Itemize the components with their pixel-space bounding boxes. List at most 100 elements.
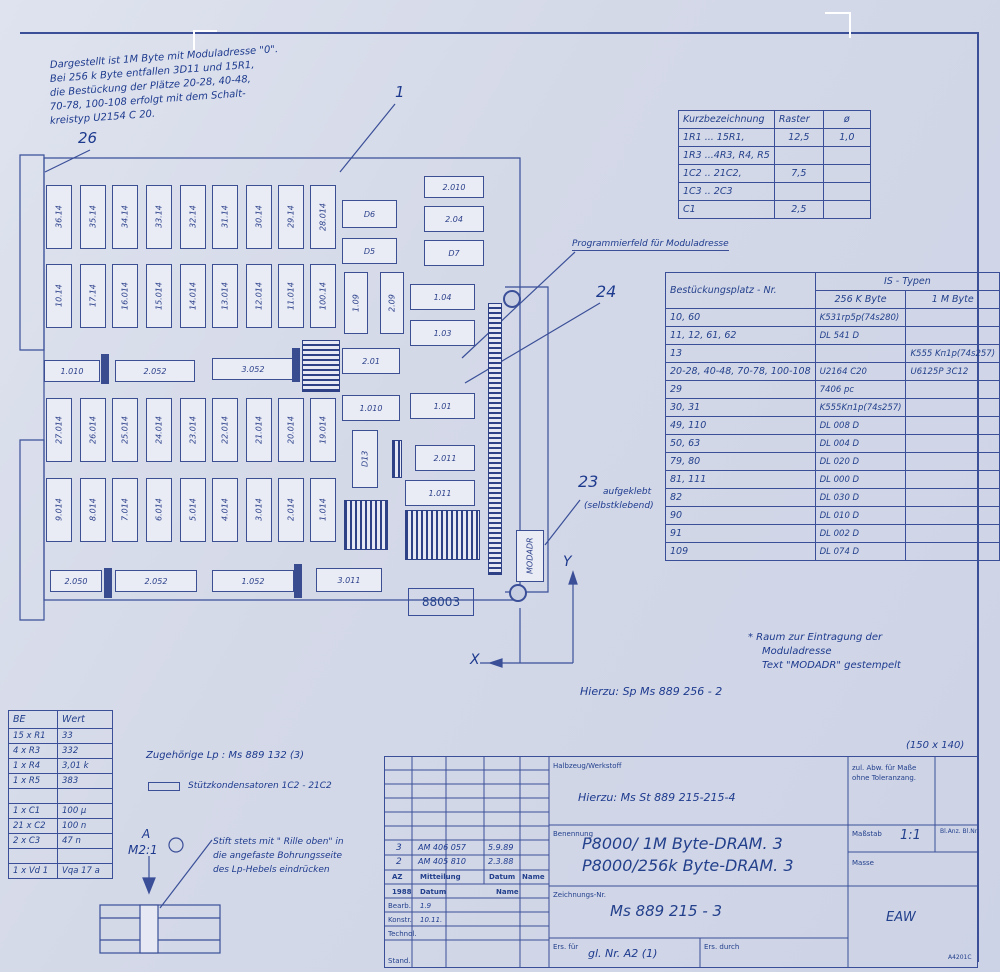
axis-y-label: Y (563, 554, 572, 570)
dram-chip-row2-6: 13.014 (212, 264, 238, 328)
be-row (8, 788, 113, 804)
label-aufgeklebt: aufgeklebt (603, 487, 652, 497)
halbzeug-value: Hierzu: Ms St 889 215-215-4 (578, 791, 736, 804)
ic-cell: 91 (665, 524, 816, 543)
role-technol: Technol. (388, 930, 417, 938)
chip-204: 2.04 (424, 206, 484, 232)
be-cell: 2 x C3 (8, 833, 58, 849)
ic-type-table: Bestückungsplatz - Nr. IS - Typen 256 K … (665, 272, 1000, 561)
dram-chip-row3-4: 24.014 (146, 398, 172, 462)
ic-cell (905, 308, 1000, 327)
ic-cell: 81, 111 (665, 470, 816, 489)
chip-104: 1.04 (410, 284, 475, 310)
be-cell (8, 788, 58, 804)
dram-chip-row1-3: 34.14 (112, 185, 138, 249)
raum-note-1: * Raum zur Eintragung der (748, 632, 883, 643)
zul-abw-2: ohne Toleranzang. (852, 774, 916, 782)
raster-cell (822, 164, 871, 183)
zeichnungs-nr: Ms 889 215 - 3 (610, 902, 723, 920)
raster-cell (822, 200, 871, 219)
strip-3011: 3.011 (316, 568, 382, 592)
chip-1910: 1.010 (342, 395, 400, 421)
resistor-pack-4 (392, 440, 402, 478)
ic-cell (905, 416, 1000, 435)
rev-h-name: Name (522, 873, 545, 881)
cap-2 (292, 348, 300, 382)
raster-cell: 7,5 (773, 164, 824, 183)
dram-chip-row3-5: 23.014 (180, 398, 206, 462)
raster-cell (773, 146, 824, 165)
chip-d7: D7 (424, 240, 484, 266)
chip-1011: 1.011 (405, 480, 475, 506)
rev-2-datum: 2.3.88 (488, 857, 514, 866)
raster-row: 1C2 .. 21C2,7,5 (678, 164, 871, 183)
corner-code: A4201C (948, 954, 972, 961)
ic-cell: 30, 31 (665, 398, 816, 417)
chip-d5: D5 (342, 238, 397, 264)
dram-chip-row4-7: 3.014 (246, 478, 272, 542)
chip-103: 1.03 (410, 320, 475, 346)
ic-cell (905, 380, 1000, 399)
crop-mark-tr-v (849, 12, 851, 38)
ic-cell: DL 030 D (814, 488, 907, 507)
ers-durch-label: Ers. durch (704, 943, 740, 951)
dram-chip-row4-3: 7.014 (112, 478, 138, 542)
raster-cell: 1C2 .. 21C2, (678, 164, 775, 183)
raster-cell: 1C3 .. 2C3 (678, 182, 775, 201)
dram-chip-row3-2: 26.014 (80, 398, 106, 462)
label-programmierfeld: Programmierfeld für Moduladresse (572, 239, 729, 251)
ic-cell: 109 (665, 542, 816, 561)
resistor-pack-3 (405, 510, 480, 560)
be-cell: 100 n (57, 818, 113, 834)
dram-chip-row4-1: 9.014 (46, 478, 72, 542)
bottom-h-year: 1988 (392, 888, 412, 896)
raum-note-3: Text "MODADR" gestempelt (762, 660, 901, 671)
dram-chip-row3-9: 19.014 (310, 398, 336, 462)
be-cell: 383 (57, 773, 113, 789)
frame-top (20, 32, 978, 34)
ic-h-types: IS - Typen (814, 272, 1000, 291)
dram-chip-row2-3: 16.014 (112, 264, 138, 328)
resistor-pack-2 (344, 500, 388, 550)
raster-row: 1R3 ...4R3, R4, R5 (678, 146, 871, 165)
ic-cell: DL 002 D (814, 524, 907, 543)
ic-cell: 79, 80 (665, 452, 816, 471)
be-cell: 1 x R4 (8, 758, 58, 774)
be-h-be: BE (8, 710, 58, 729)
ic-cell: DL 074 D (814, 542, 907, 561)
chip-d13: D13 (352, 430, 378, 488)
raster-table: Kurzbezeichnung Raster ø 1R1 ... 15R1,12… (678, 110, 871, 219)
ic-cell: 90 (665, 506, 816, 525)
ic-cell: DL 010 D (814, 506, 907, 525)
ic-cell (905, 452, 1000, 471)
ic-cell: 20-28, 40-48, 70-78, 100-108 (665, 362, 816, 381)
chip-2010: 2.010 (424, 176, 484, 198)
dram-chip-row2-7: 12.014 (246, 264, 272, 328)
be-header: BE Wert (8, 710, 113, 729)
masse-label: Masse (852, 859, 874, 867)
ic-cell (905, 434, 1000, 453)
detail-a-label: A (142, 827, 151, 841)
strip-3052: 3.052 (212, 358, 294, 380)
ic-header-1: Bestückungsplatz - Nr. IS - Typen (665, 272, 1000, 309)
massstab-label: Maßstab (852, 830, 882, 838)
strip-1052: 1.052 (212, 570, 294, 592)
dram-chip-row2-9: 100.14 (310, 264, 336, 328)
raster-cell: 1R1 ... 15R1, (678, 128, 775, 147)
role-bearb: Bearb. (388, 902, 411, 910)
bottom-h-datum: Datum (420, 888, 447, 896)
ic-cell: K531rp5p(74s280) (814, 308, 907, 327)
stift-note-1: Stift stets mit " Rille oben" in (213, 837, 344, 847)
